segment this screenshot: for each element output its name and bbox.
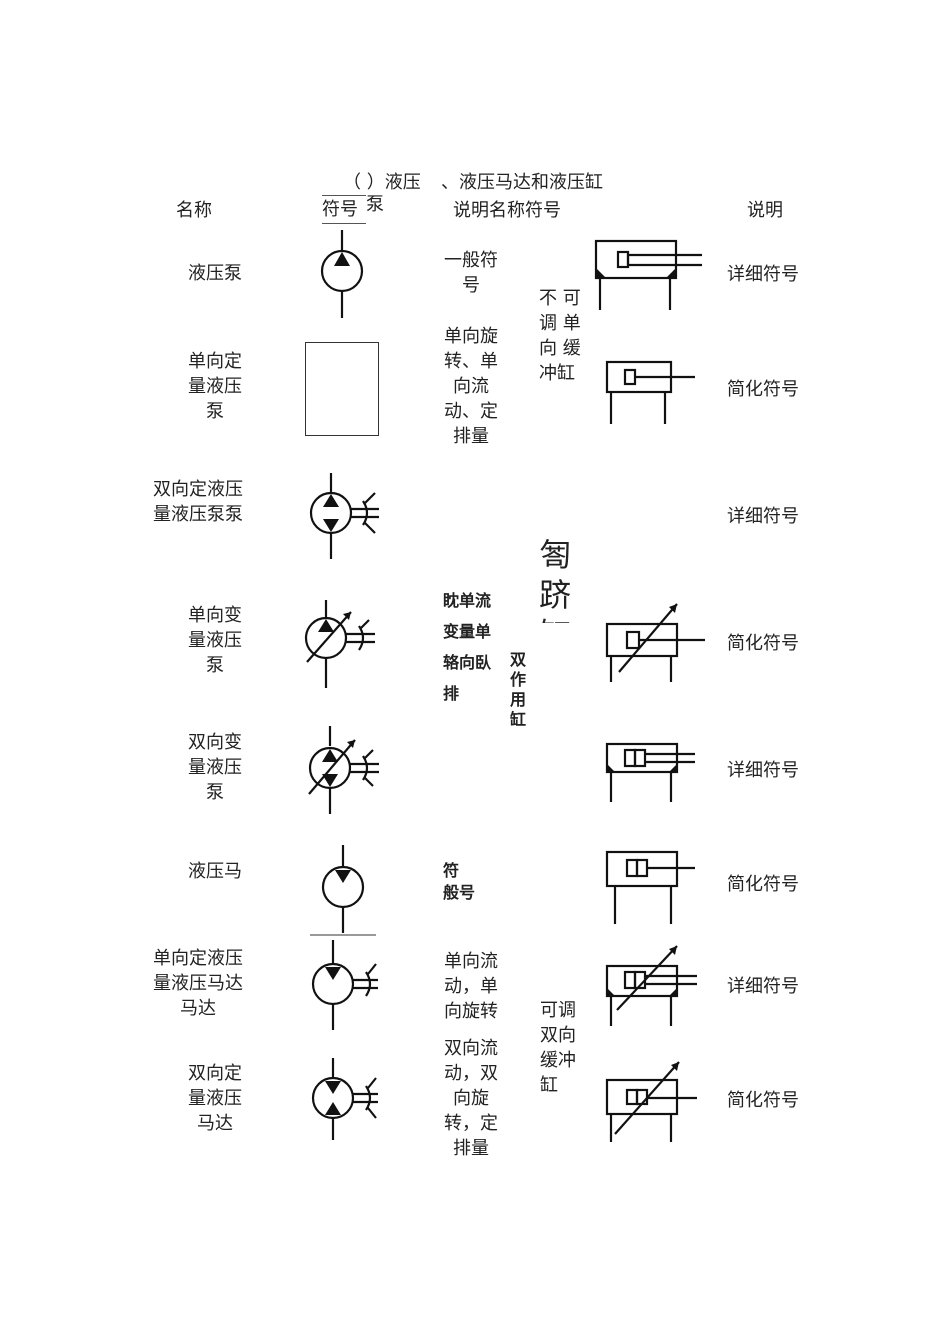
cylinder-simplified-1-icon	[605, 360, 695, 424]
unidirectional-variable-pump-icon	[304, 600, 375, 688]
motor-row-divider	[310, 934, 376, 936]
header-symbol-extra: 泵	[366, 194, 384, 215]
pump-symbol-icon	[320, 230, 364, 318]
cylinder-detailed-4-icon	[605, 945, 697, 1026]
row-name-hydraulic-pump: 液压泵	[188, 263, 242, 284]
header-desc: 说明	[747, 200, 783, 221]
header-name: 名称	[176, 200, 212, 221]
group-adjustable-cushion: 可调 双向 缓冲 缸	[540, 1000, 576, 1096]
cylinder-simplified-3-icon	[605, 850, 695, 924]
note-unidirectional-fixed: 单向旋 转、单 向流 动、定 排量	[444, 326, 498, 447]
cylinder-detailed-3-icon	[605, 742, 695, 802]
desc-detailed-4: 详细符号	[727, 976, 799, 997]
note-unidirectional-motor: 单向流 动，单 向旋转	[444, 951, 498, 1022]
header-symbol-rule-bottom	[322, 223, 366, 224]
header-symbol-rule-top	[322, 195, 366, 196]
table-title-left: （ ）液压	[343, 172, 421, 193]
desc-simplified-4: 简化符号	[727, 1090, 799, 1111]
unidirectional-fixed-motor-icon	[311, 940, 378, 1030]
note-motor-general: 符 般号	[443, 861, 476, 902]
desc-simplified-2: 简化符号	[727, 633, 799, 654]
desc-simplified-1: 简化符号	[727, 379, 799, 400]
row-name-hydraulic-motor: 液压马	[188, 861, 242, 882]
desc-simplified-3: 简化符号	[727, 874, 799, 895]
table-title-right: 、液压马达和液压缸	[441, 172, 603, 193]
desc-detailed-3: 详细符号	[727, 760, 799, 781]
row-name-unidirectional-fixed-motor: 单向定液压 量液压马达 马达	[153, 948, 243, 1019]
group-non-adjustable-cushion: 不 可 调 单 向 缓 冲缸	[539, 288, 581, 384]
cylinder-simplified-4-icon	[605, 1061, 697, 1142]
desc-detailed-1: 详细符号	[727, 264, 799, 285]
header-symbol: 符号	[322, 199, 358, 220]
bidirectional-variable-pump-icon	[308, 726, 379, 814]
unidirectional-pump-symbol-placeholder	[305, 342, 379, 436]
row-name-bidirectional-fixed-pump: 双向定液压 量液压泵泵	[153, 479, 243, 525]
row-name-bidirectional-fixed-motor: 双向定 量液压 马达	[188, 1063, 242, 1134]
row-name-unidirectional-fixed-pump: 单向定 量液压 泵	[188, 351, 242, 422]
note-general-symbol: 一般符 号	[444, 250, 498, 296]
note-variable-displacement: 眈单流 变量单 辂向臥 排	[443, 591, 492, 703]
row-name-unidirectional-variable-pump: 单向变 量液压 泵	[188, 605, 242, 676]
cylinder-simplified-2-icon	[605, 603, 705, 682]
group-double-acting-cylinder: 双 作 用 缸	[510, 650, 527, 729]
bidirectional-fixed-motor-icon	[311, 1058, 378, 1140]
bidirectional-fixed-pump-icon	[309, 473, 379, 559]
desc-detailed-2: 详细符号	[727, 506, 799, 527]
group-garbled-label: 匒 跻 缸	[539, 536, 572, 623]
row-name-bidirectional-variable-pump: 双向变 量液压 泵	[188, 732, 242, 803]
hydraulic-motor-icon	[321, 845, 365, 933]
cylinder-detailed-1-icon	[594, 239, 702, 310]
note-bidirectional-motor: 双向流 动，双 向旋 转，定 排量	[444, 1038, 498, 1159]
header-middle: 说明名称符号	[453, 200, 561, 221]
